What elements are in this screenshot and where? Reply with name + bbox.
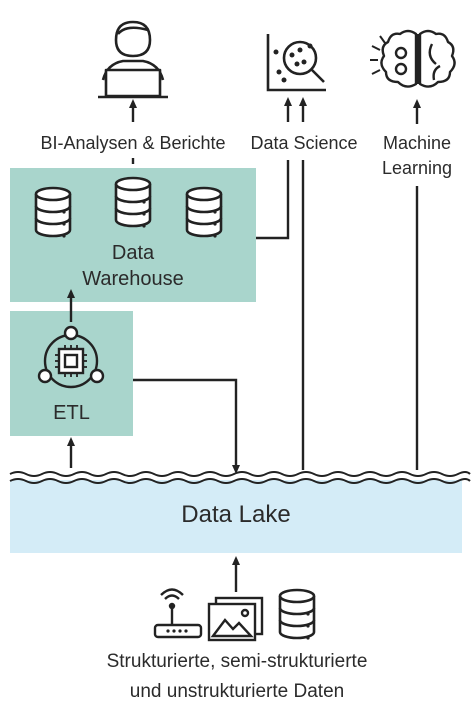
- data-lake-body: [10, 480, 462, 553]
- brain-gears-icon: [370, 29, 456, 88]
- database-source-icon: [278, 588, 316, 641]
- connector-warehouse-to-ds: [256, 160, 290, 240]
- etl-label: ETL: [53, 402, 90, 424]
- ml-label-line1: Machine: [382, 133, 452, 153]
- user-laptop-icon: [98, 20, 168, 99]
- image-icon: [207, 596, 264, 642]
- etl-chip-icon: [37, 325, 105, 389]
- database-icon: [34, 186, 72, 239]
- data-science-label: Data Science: [250, 133, 358, 153]
- bi-label: BI-Analysen & Berichte: [40, 133, 226, 153]
- lake-wave-line-1: [9, 471, 471, 477]
- data-warehouse-label-line2: Warehouse: [82, 268, 184, 290]
- database-icon: [185, 186, 223, 239]
- data-science-chart-icon: [266, 34, 326, 92]
- arrow-etl-to-lake: [133, 378, 240, 474]
- data-lake-label: Data Lake: [181, 501, 291, 528]
- lake-wave-line-2: [9, 478, 471, 484]
- sources-label-line2: und unstrukturierte Daten: [129, 681, 345, 702]
- ml-label-line2: Learning: [381, 158, 453, 178]
- database-icon: [114, 176, 152, 229]
- sources-label-line1: Strukturierte, semi-strukturierte: [106, 651, 368, 672]
- data-warehouse-label-line1: Data: [111, 242, 155, 264]
- router-icon: [153, 588, 203, 639]
